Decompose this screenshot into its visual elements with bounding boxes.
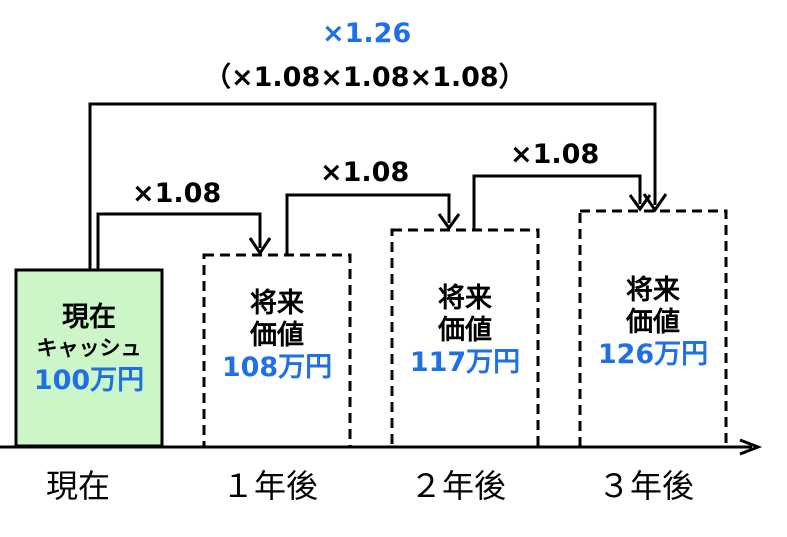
arrowhead-step-1 <box>248 237 272 256</box>
timeline-arrowhead <box>739 438 763 456</box>
timeline-label-present: 現在 <box>46 467 111 505</box>
present-box-line2: キャッシュ <box>36 335 142 360</box>
future-box-1-amount: 108万円 <box>221 351 333 383</box>
total-breakdown-label: （×1.08×1.08×1.08） <box>204 62 526 93</box>
bracket-total <box>88 102 657 270</box>
present-box-line1: 現在 <box>62 302 116 333</box>
timeline-label-year-3: ３年後 <box>598 467 695 505</box>
bracket-step-3 <box>472 174 642 230</box>
step-multiplier-label-1: ×1.08 <box>132 178 222 209</box>
future-box-3-text: 将来 価値 126万円 <box>580 275 726 371</box>
timeline-label-year-1: １年後 <box>222 467 319 505</box>
future-box-1-line2: 価値 <box>250 319 304 351</box>
future-box-2-text: 将来 価値 117万円 <box>392 283 538 379</box>
future-box-3-line2: 価値 <box>626 306 680 338</box>
future-box-2-amount: 117万円 <box>409 346 521 378</box>
future-box-2-line1: 将来 <box>438 283 492 314</box>
arrowhead-step-3 <box>628 194 652 212</box>
future-box-1-text: 将来 価値 108万円 <box>204 288 350 384</box>
timeline-label-year-2: ２年後 <box>410 467 507 505</box>
present-box-amount: 100万円 <box>33 364 145 396</box>
future-box-1 <box>202 253 352 449</box>
present-box-text: 現在 キャッシュ 100万円 <box>16 302 162 396</box>
bracket-step-1 <box>96 212 262 270</box>
arrowhead-step-2 <box>437 213 461 231</box>
total-multiplier-label: ×1.26 <box>322 18 412 49</box>
future-box-3-line1: 将来 <box>626 275 680 306</box>
future-box-3-amount: 126万円 <box>597 338 709 370</box>
step-multiplier-label-3: ×1.08 <box>510 139 600 170</box>
present-box <box>14 268 164 448</box>
future-box-2-line2: 価値 <box>438 314 492 346</box>
future-box-1-line1: 将来 <box>250 288 304 319</box>
bracket-step-2 <box>285 193 451 255</box>
step-multiplier-label-2: ×1.08 <box>320 157 410 188</box>
